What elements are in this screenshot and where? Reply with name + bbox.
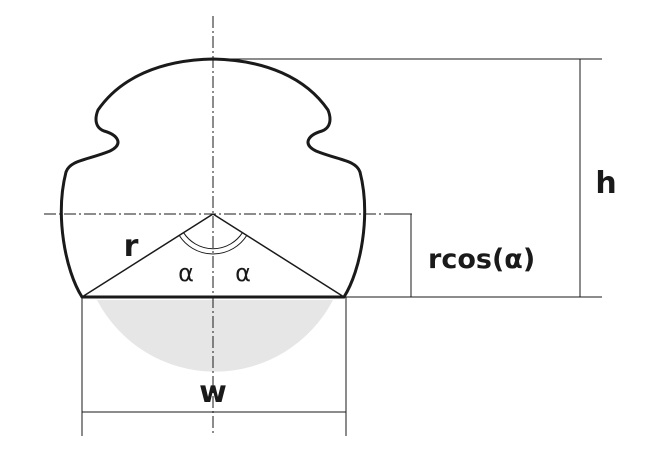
label-alpha-right: α xyxy=(235,259,251,287)
angle-arc-inner xyxy=(183,232,243,250)
radius-right xyxy=(212,213,345,298)
label-alpha-left: α xyxy=(178,259,194,287)
radius-left xyxy=(81,213,214,298)
label-rcos-alpha: rcos(α) xyxy=(428,244,535,275)
label-h: h xyxy=(595,166,616,201)
shaded-segment xyxy=(97,300,333,372)
angle-arc-outer xyxy=(178,235,248,255)
label-r: r xyxy=(124,229,139,264)
label-w: w xyxy=(199,375,227,410)
